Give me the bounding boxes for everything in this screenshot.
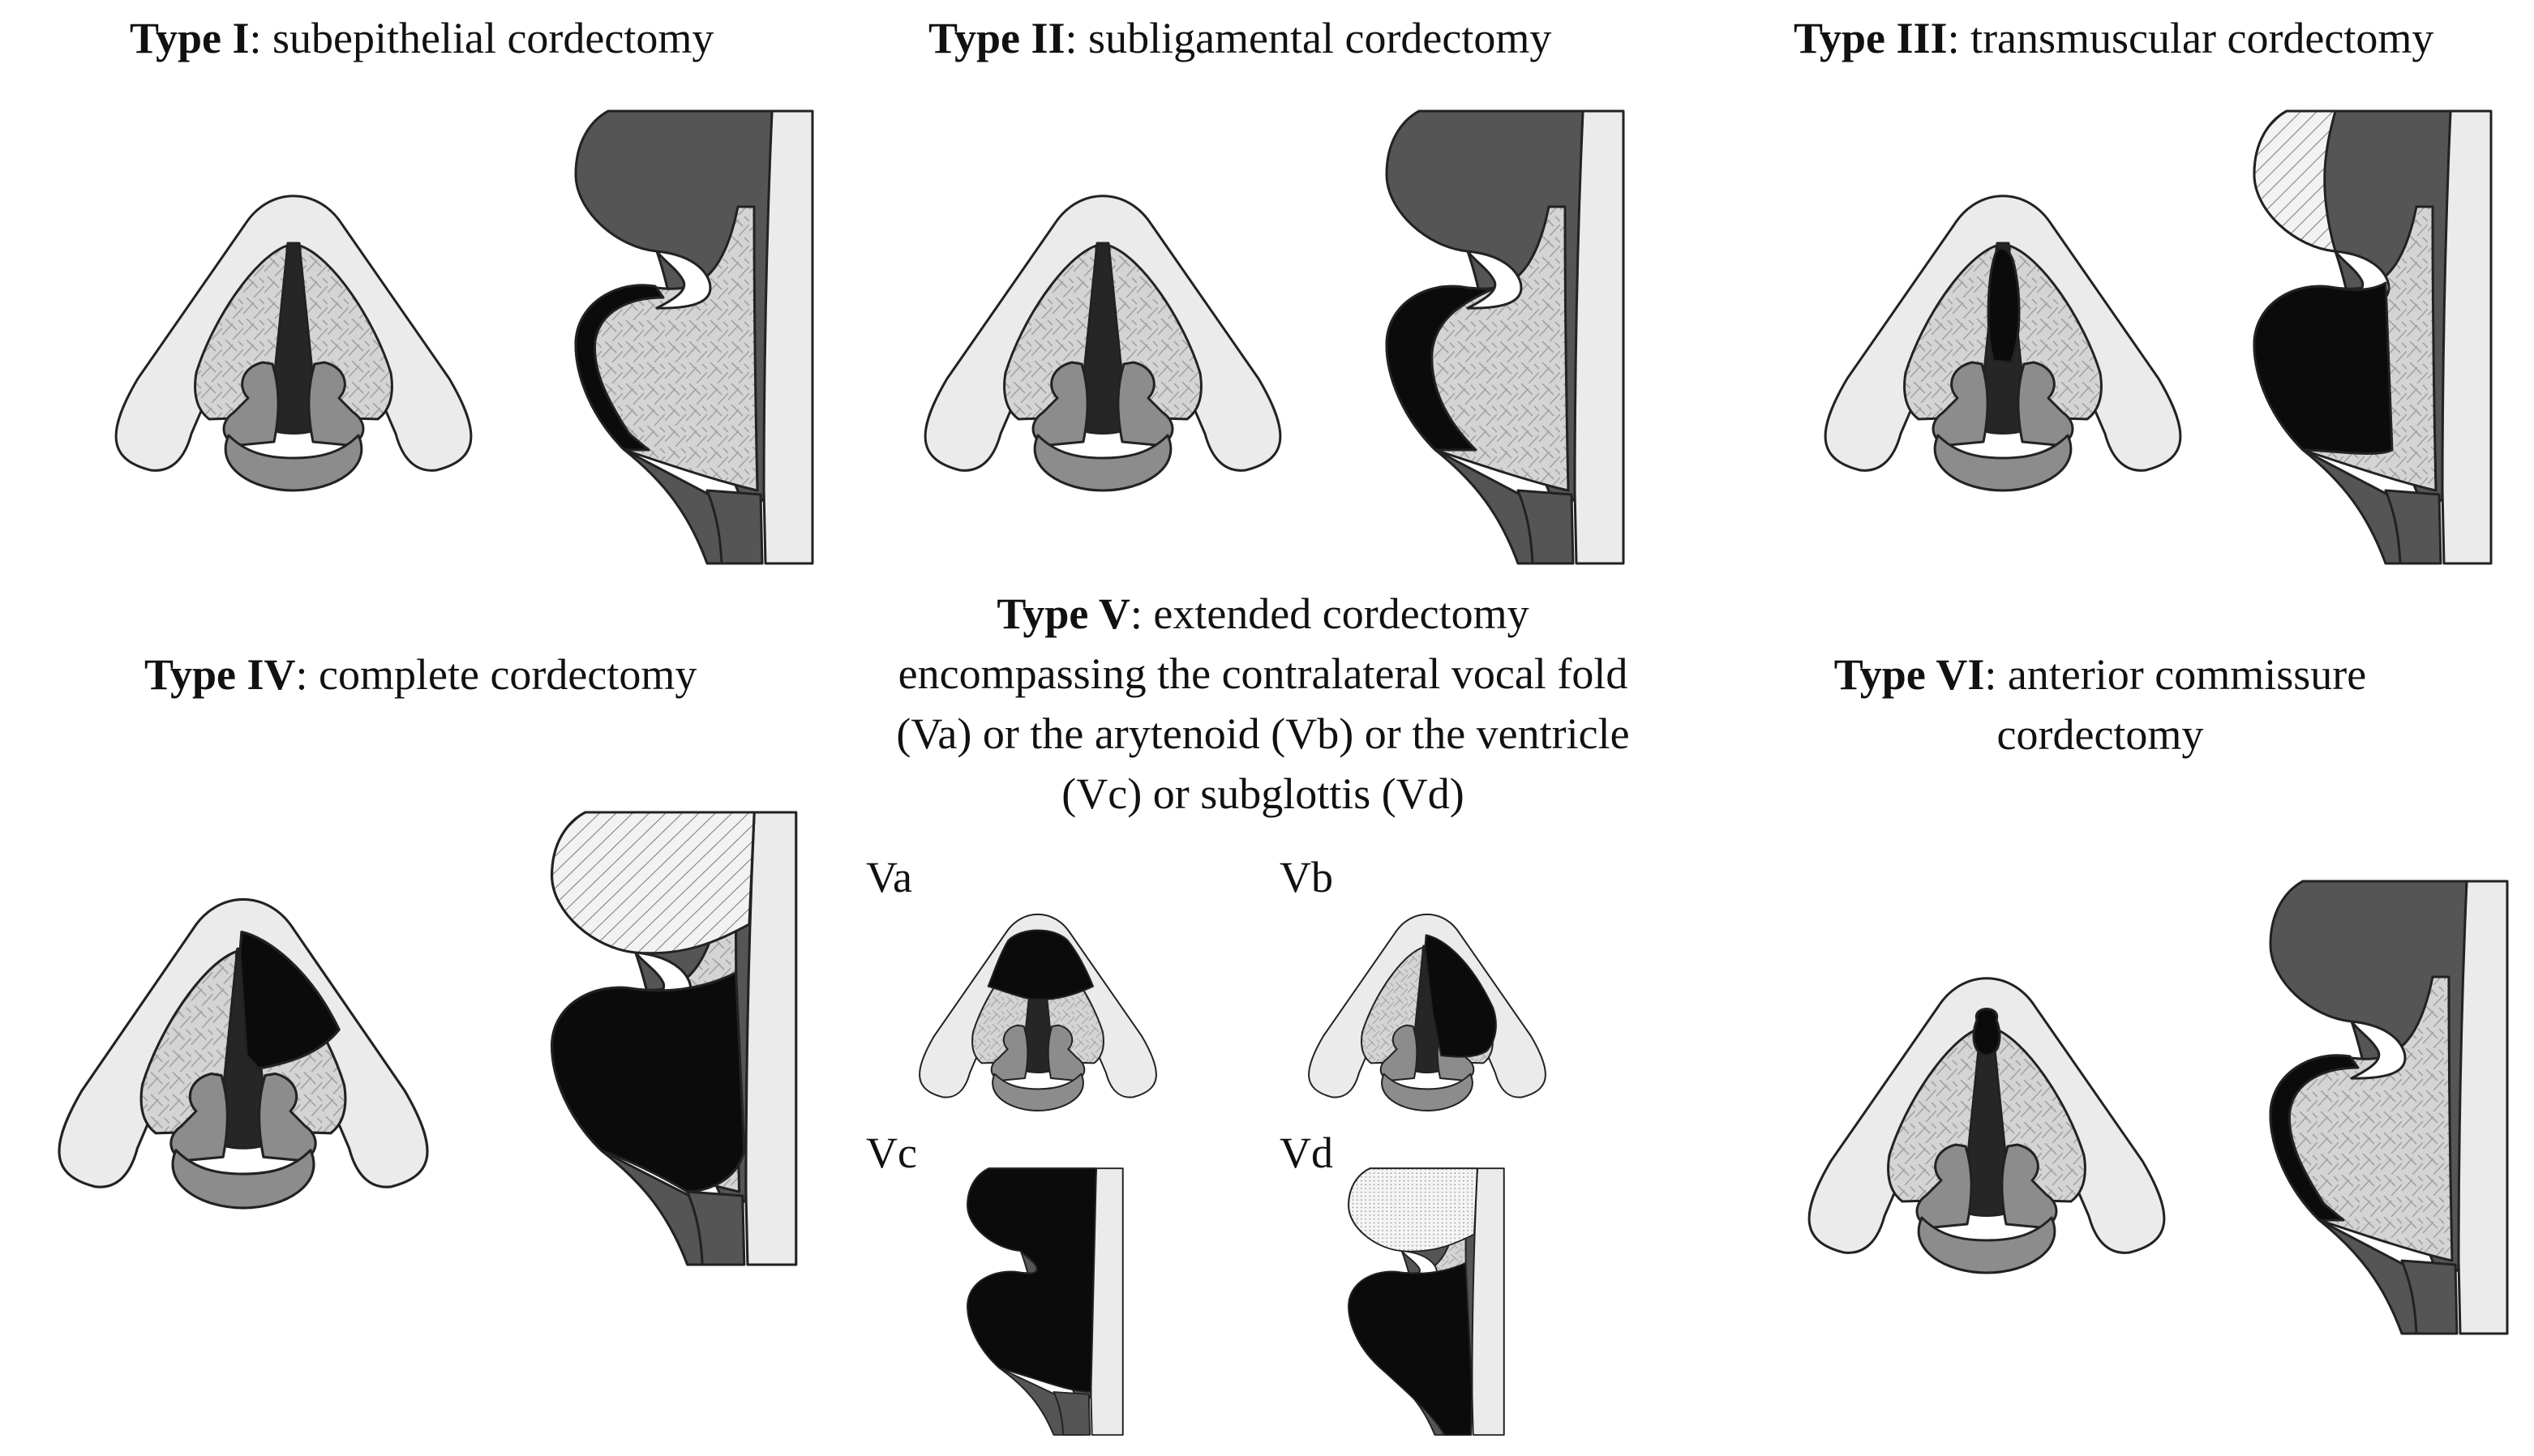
subglottic-rim (2384, 489, 2442, 565)
type-va-axial (919, 914, 1157, 1111)
thyroid-ala (1573, 109, 1625, 565)
caption-type-vi-line-2: cordectomy (1996, 710, 2204, 759)
resected-region (1424, 934, 1497, 1058)
resected-region (1348, 1261, 1473, 1436)
caption-type-iv-text: : complete cordectomy (295, 650, 697, 699)
type-vc-coronal (967, 1167, 1124, 1436)
resected-region (238, 930, 341, 1070)
left-arytenoid (1117, 361, 1174, 447)
label-va: Va (866, 853, 912, 901)
caption-type-ii-bold: Type II (928, 14, 1065, 62)
thyroid-ala (2441, 109, 2493, 565)
resected-region (551, 971, 746, 1193)
caption-type-v-line-3: (Va) or the arytenoid (Vb) or the ventri… (896, 709, 1630, 758)
thyroid-ala (1471, 1167, 1505, 1436)
caption-type-v-text-1: : extended cordectomy (1130, 589, 1529, 638)
caption-type-vi-bold: Type VI (1833, 650, 1985, 699)
caption-type-v-line-2: encompassing the contralateral vocal fol… (898, 649, 1628, 698)
caption-type-v: Type V: extended cordectomy encompassing… (843, 584, 1683, 824)
type-vb-axial (1308, 914, 1546, 1111)
label-vd: Vd (1280, 1128, 1333, 1177)
ventricular-fold-hatch (1348, 1167, 1478, 1253)
label-vb: Vb (1280, 853, 1333, 901)
type-iv-axial (58, 897, 429, 1210)
type-ii-coronal (1385, 109, 1625, 565)
cricoid-cartilage (171, 1149, 315, 1210)
left-arytenoid (258, 1072, 317, 1162)
caption-type-ii: Type II: subligamental cordectomy (928, 8, 1551, 68)
resected-region (2269, 1054, 2360, 1222)
subglottic-rim (2400, 1259, 2459, 1335)
subglottic-rim (1516, 489, 1575, 565)
ventricular-fold-hatch (2253, 109, 2337, 253)
caption-type-v-line-4: (Vc) or subglottis (Vd) (1061, 769, 1464, 818)
resected-region (987, 929, 1094, 1000)
caption-type-iv-bold: Type IV (144, 650, 296, 699)
caption-type-iv: Type IV: complete cordectomy (144, 644, 697, 704)
caption-type-i-text: : subepithelial cordectomy (249, 14, 714, 62)
cricoid-cartilage (1917, 1216, 2056, 1274)
caption-type-vi-line-1: Type VI: anterior commissure (1784, 644, 2416, 704)
cricoid-cartilage (1381, 1073, 1473, 1111)
cricoid-cartilage (224, 434, 363, 492)
type-iv-coronal (551, 811, 798, 1266)
type-i-axial (114, 195, 473, 492)
caption-type-vi-text-1: : anterior commissure (1984, 650, 2367, 699)
right-arytenoid (169, 1072, 229, 1162)
thyroid-ala (2457, 880, 2509, 1335)
right-arytenoid (1932, 361, 1989, 447)
ventricle (1466, 250, 1523, 310)
subglottic-rim (1053, 1391, 1091, 1436)
ventricular-fold-hatch (551, 811, 756, 955)
resected-region (1385, 285, 1494, 452)
cricoid-cartilage (1933, 434, 2073, 492)
right-arytenoid (1379, 1024, 1418, 1081)
subglottic-rim (686, 1190, 746, 1266)
caption-type-ii-text: : subligamental cordectomy (1065, 14, 1552, 62)
cricoid-cartilage (1033, 434, 1173, 492)
resected-region (967, 1167, 1097, 1393)
caption-type-i-bold: Type I (130, 14, 250, 62)
resected-region (574, 284, 665, 452)
right-arytenoid (1031, 361, 1089, 447)
type-iii-coronal (2253, 109, 2493, 565)
resected-region (1972, 1008, 2001, 1057)
caption-type-v-line-1: Type V: extended cordectomy (843, 584, 1683, 644)
caption-type-i: Type I: subepithelial cordectomy (130, 8, 714, 68)
caption-type-iii: Type III: transmuscular cordectomy (1794, 8, 2433, 68)
left-arytenoid (2000, 1143, 2058, 1229)
thyroid-ala (762, 109, 814, 565)
thyroid-ala (744, 811, 798, 1266)
left-arytenoid (307, 361, 365, 447)
cricoid-cartilage (992, 1073, 1084, 1111)
type-ii-axial (924, 195, 1282, 492)
type-vi-axial (1807, 977, 2166, 1274)
type-iii-axial (1824, 195, 2182, 492)
ventricle (655, 250, 712, 310)
type-vi-coronal (2269, 880, 2509, 1335)
label-vc: Vc (866, 1128, 917, 1177)
left-arytenoid (1047, 1024, 1086, 1081)
subglottic-rim (705, 489, 764, 565)
caption-type-iii-bold: Type III (1794, 14, 1948, 62)
right-arytenoid (990, 1024, 1029, 1081)
right-arytenoid (1915, 1143, 1973, 1229)
type-vd-coronal (1348, 1167, 1505, 1436)
caption-type-iii-text: : transmuscular cordectomy (1947, 14, 2434, 62)
ventricle (2350, 1020, 2407, 1080)
resected-region (2253, 281, 2394, 455)
right-arytenoid (222, 361, 280, 447)
caption-type-vi: Type VI: anterior commissure cordectomy (1784, 644, 2416, 764)
left-arytenoid (2017, 361, 2074, 447)
caption-type-v-bold: Type V (997, 589, 1130, 638)
type-i-coronal (574, 109, 814, 565)
resected-region (1987, 246, 2021, 364)
